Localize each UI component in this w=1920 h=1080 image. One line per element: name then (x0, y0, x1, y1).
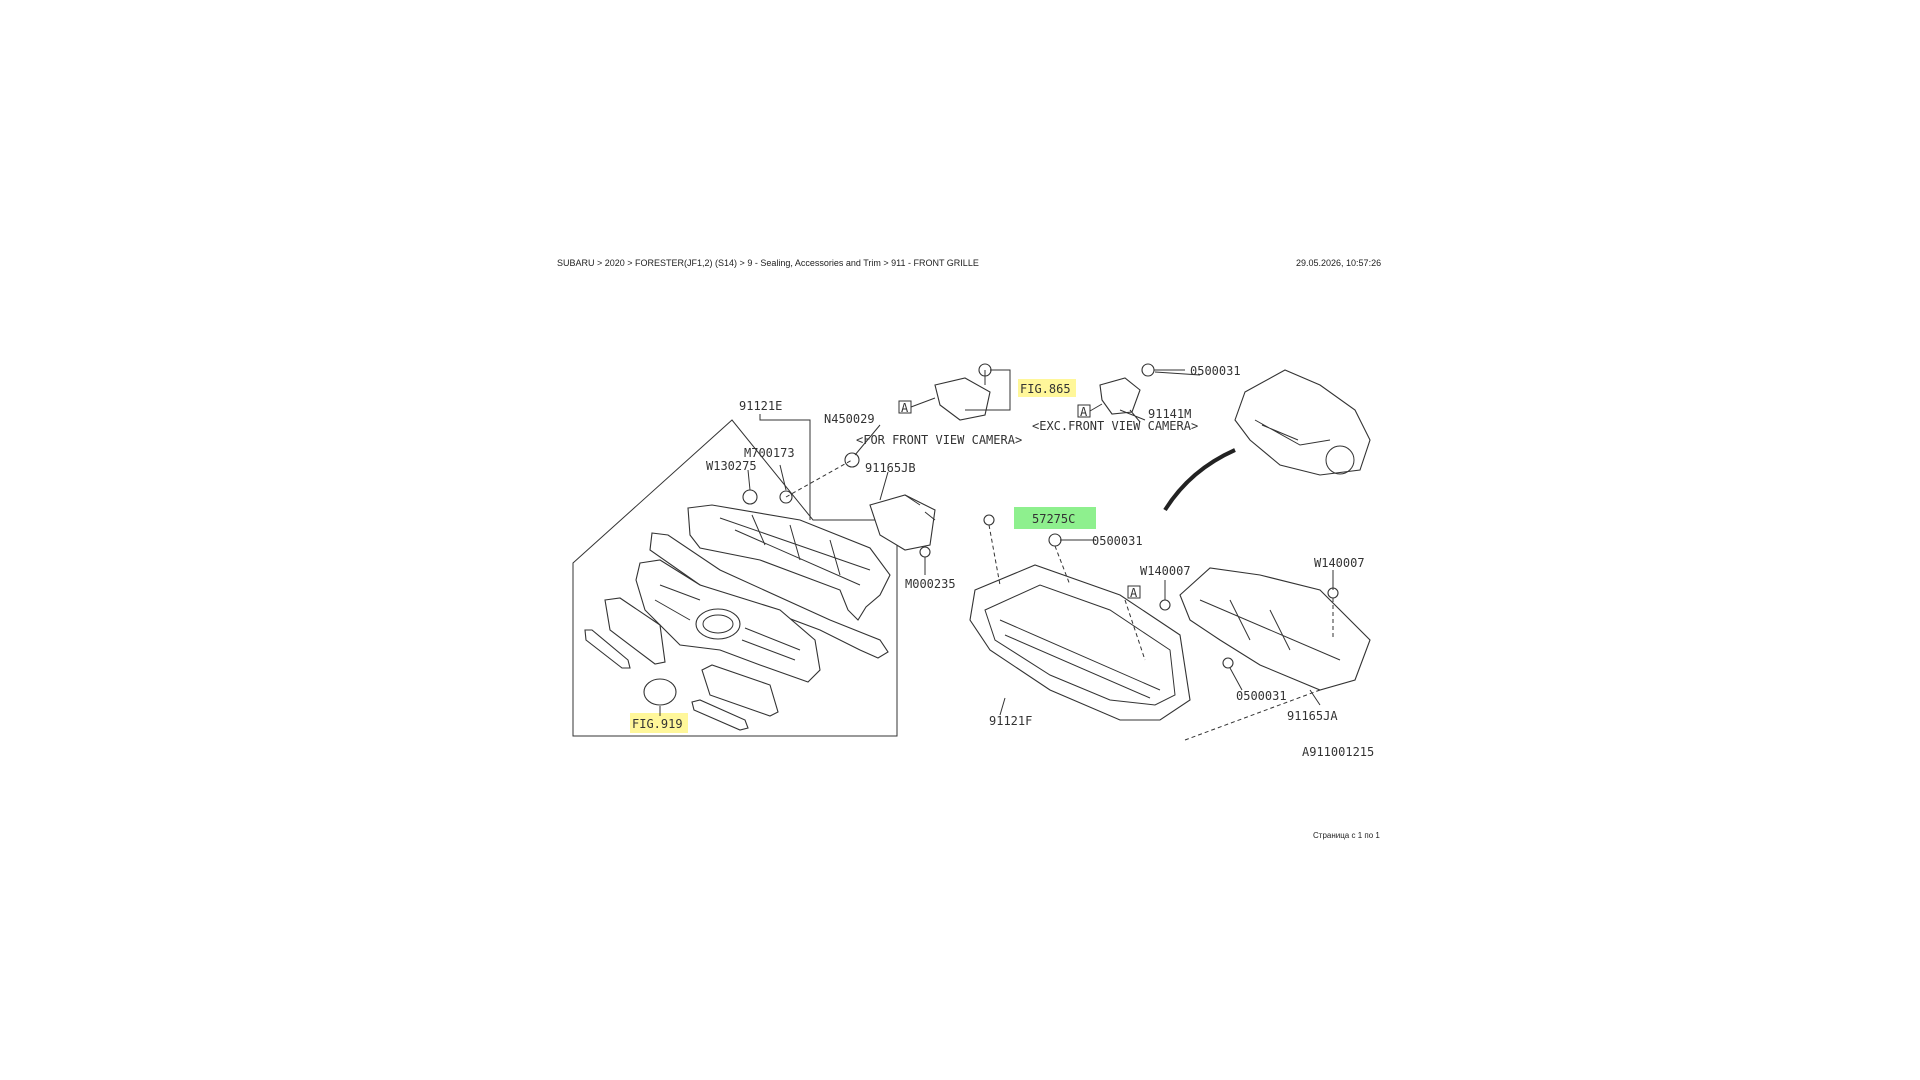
grille-lower-insert (701, 664, 779, 717)
clip-57275c (983, 514, 995, 526)
label-0500031-top: 0500031 (1190, 364, 1241, 378)
grille-lower-trim-right (691, 699, 749, 731)
clip-w130275 (742, 489, 758, 505)
label-91165ja: 91165JA (1287, 709, 1338, 723)
grille-lower-trim-left (584, 629, 631, 669)
emblem-fig919 (643, 678, 677, 706)
vehicle-outline (1234, 369, 1371, 476)
breadcrumb: SUBARU > 2020 > FORESTER(JF1,2) (S14) > … (557, 258, 979, 268)
label-fig919: FIG.919 (632, 717, 683, 731)
camera-assembly-top (934, 377, 991, 421)
camera-assembly-exc (1099, 377, 1141, 415)
print-timestamp: 29.05.2026, 10:57:26 (1296, 258, 1382, 268)
label-fig865: FIG.865 (1020, 382, 1071, 396)
page-counter: Страница с 1 по 1 (1313, 831, 1380, 840)
label-n450029: N450029 (824, 412, 875, 426)
marker-a2: A (1080, 405, 1088, 419)
fig865-highlight (1018, 379, 1076, 397)
label-91121f: 91121F (989, 714, 1032, 728)
label-91141m: 91141M (1148, 407, 1191, 421)
grille-upper-trim (604, 597, 666, 665)
grille-emblem (695, 608, 741, 640)
panel-91165ja (1179, 567, 1371, 691)
marker-a1: A (901, 401, 909, 415)
label-0500031-low: 0500031 (1236, 689, 1287, 703)
screw-m000235 (919, 546, 931, 558)
label-for-front-view-camera: <FOR FRONT VIEW CAMERA> (856, 433, 1022, 447)
screw-0500031-mid (1048, 533, 1062, 547)
label-m700173: M700173 (744, 446, 795, 460)
label-w140007-right: W140007 (1314, 556, 1365, 570)
label-ref-code: A911001215 (1302, 745, 1374, 759)
grille-frame-91121f (969, 564, 1191, 721)
p57275c-highlight (1014, 507, 1096, 529)
fig919-highlight (630, 713, 688, 733)
camera-bracket-91165jb (869, 494, 936, 551)
location-arrow (1163, 448, 1236, 512)
screw-w140007-left (1159, 599, 1171, 611)
label-91165jb: 91165JB (865, 461, 916, 475)
label-57275c: 57275C (1032, 512, 1075, 526)
marker-a3: A (1130, 586, 1138, 600)
label-91121e: 91121E (739, 399, 782, 413)
label-w130275: W130275 (706, 459, 757, 473)
marker-a3-box (1127, 585, 1141, 599)
label-0500031-mid: 0500031 (1092, 534, 1143, 548)
clip-n450029 (844, 452, 860, 468)
label-w140007-left: W140007 (1140, 564, 1191, 578)
label-exc-front-view-camera: <EXC.FRONT VIEW CAMERA> (1032, 419, 1198, 433)
screw-0500031-low (1222, 657, 1234, 669)
label-m000235: M000235 (905, 577, 956, 591)
upper-bracket-91121e (687, 504, 891, 621)
